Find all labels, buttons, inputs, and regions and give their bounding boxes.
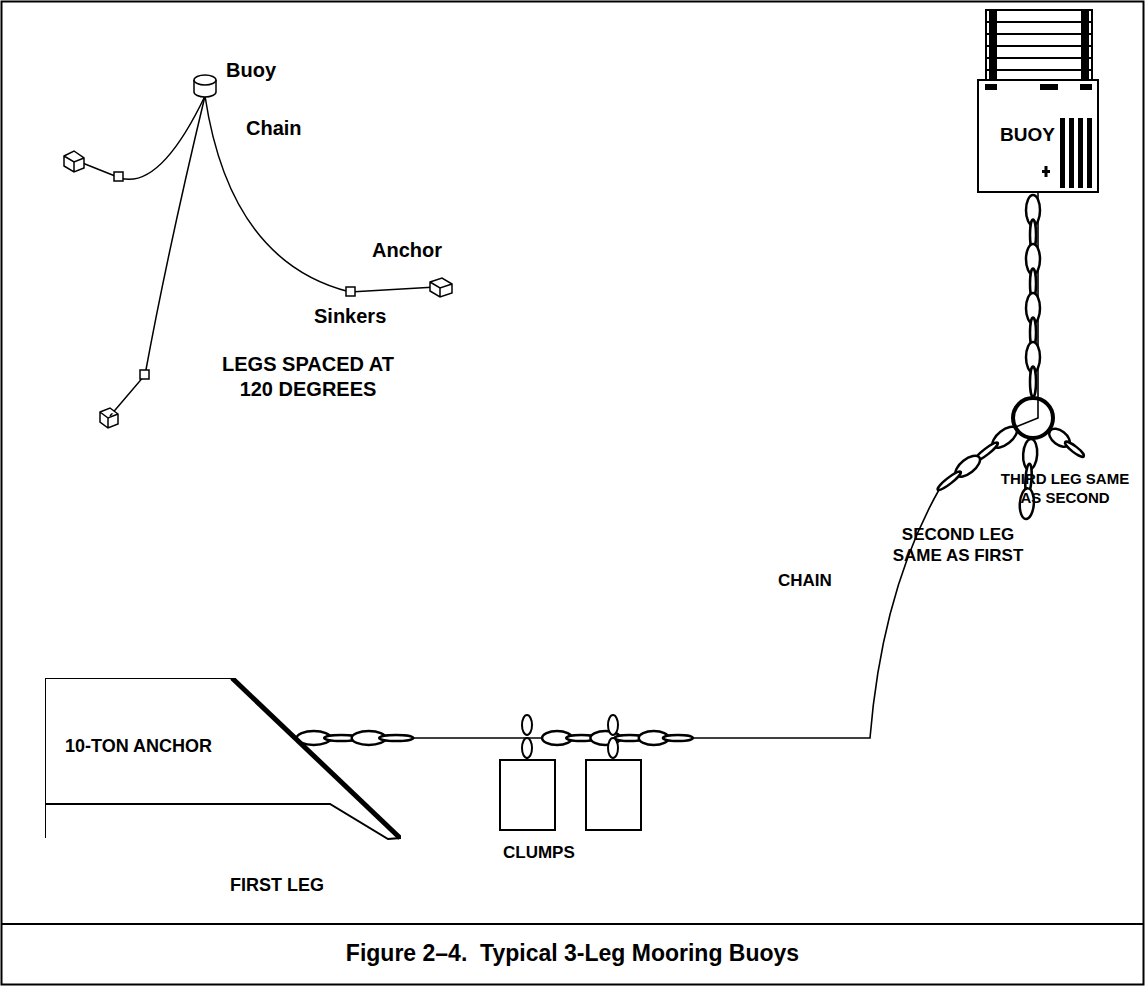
chain-link bbox=[1030, 367, 1036, 397]
chain-link bbox=[1063, 440, 1085, 459]
part-label: Anchor bbox=[372, 238, 472, 263]
part-label: THIRD LEG SAME AS SECOND bbox=[990, 470, 1140, 508]
part-label: CHAIN bbox=[778, 570, 858, 591]
part-label: FIRST LEG bbox=[230, 874, 370, 897]
buoy-body: BUOY bbox=[978, 80, 1098, 192]
anchor-outline bbox=[45, 678, 401, 840]
chain-link bbox=[936, 469, 963, 492]
part-label: Chain bbox=[246, 116, 326, 141]
part-label: SECOND LEG SAME AS FIRST bbox=[883, 524, 1033, 567]
mooring-chain bbox=[296, 192, 1038, 738]
figure-caption: Figure 2–4. Typical 3-Leg Mooring Buoys bbox=[0, 940, 1145, 967]
node-text: 10-TON ANCHOR bbox=[65, 736, 212, 757]
chain-link bbox=[663, 735, 693, 741]
node-text: BUOY bbox=[1000, 124, 1055, 146]
part-label: CLUMPS bbox=[503, 842, 603, 863]
anchor-block: 10-TON ANCHOR bbox=[45, 678, 401, 840]
part-label: Buoy bbox=[226, 58, 306, 83]
part-label: LEGS SPACED AT 120 DEGREES bbox=[208, 352, 408, 402]
part-label: Sinkers bbox=[314, 304, 414, 329]
chain-link bbox=[379, 735, 413, 741]
